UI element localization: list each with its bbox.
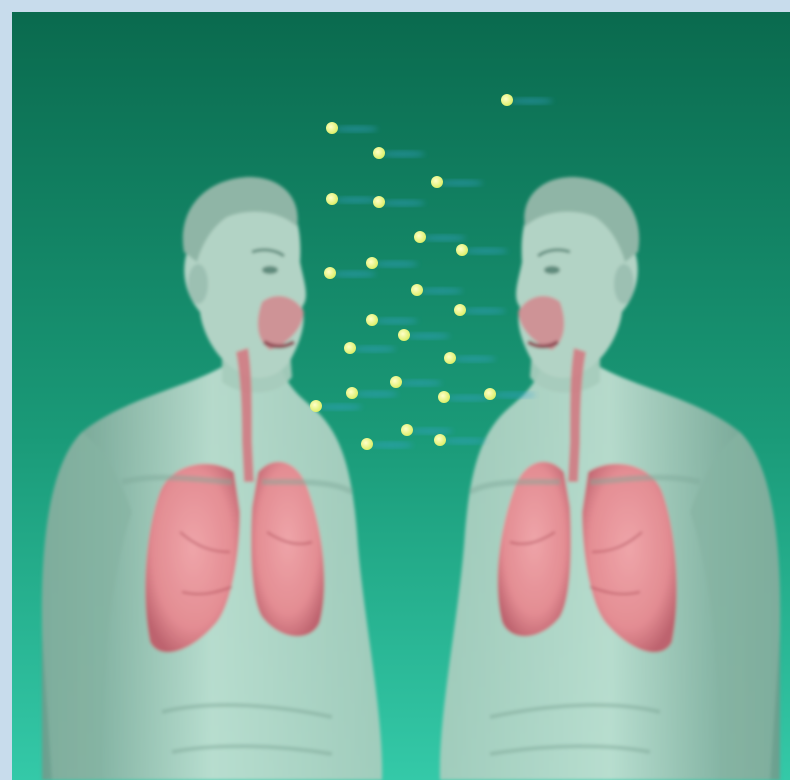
droplet-trail [406, 333, 450, 339]
droplet [366, 257, 378, 269]
droplet-trail [462, 308, 506, 314]
droplet [373, 196, 385, 208]
droplet [414, 231, 426, 243]
droplet-trail [381, 200, 425, 206]
droplet-trail [334, 197, 378, 203]
droplet-trail [374, 318, 418, 324]
droplet-trail [446, 395, 490, 401]
droplet [398, 329, 410, 341]
droplet-trail [492, 392, 536, 398]
illustration-scene [12, 12, 790, 780]
droplet [326, 122, 338, 134]
droplet [434, 434, 446, 446]
droplet-trail [464, 248, 508, 254]
droplet-trail [318, 404, 362, 410]
droplet [444, 352, 456, 364]
droplet [438, 391, 450, 403]
droplet [390, 376, 402, 388]
droplet-trail [332, 271, 376, 277]
droplet [344, 342, 356, 354]
respiratory-transmission-illustration [12, 12, 790, 780]
droplet-trail [352, 346, 396, 352]
left-figure-eye [262, 266, 278, 274]
droplet [501, 94, 513, 106]
droplet-trail [452, 356, 496, 362]
droplet-trail [422, 235, 466, 241]
droplet [431, 176, 443, 188]
droplet-trail [442, 438, 486, 444]
droplet-trail [398, 380, 442, 386]
droplet [373, 147, 385, 159]
right-figure-ear [614, 264, 634, 304]
left-figure-ear [188, 264, 208, 304]
droplet [346, 387, 358, 399]
droplet-trail [381, 151, 425, 157]
droplet-trail [509, 98, 553, 104]
droplet [310, 400, 322, 412]
droplet [401, 424, 413, 436]
droplet [484, 388, 496, 400]
droplet [456, 244, 468, 256]
droplet [324, 267, 336, 279]
droplet [454, 304, 466, 316]
right-figure-eye [544, 266, 560, 274]
droplet-trail [409, 428, 453, 434]
droplet-trail [374, 261, 418, 267]
droplet [411, 284, 423, 296]
droplet-trail [334, 126, 378, 132]
droplet-trail [369, 442, 413, 448]
droplet [326, 193, 338, 205]
droplet [361, 438, 373, 450]
droplet-trail [354, 391, 398, 397]
droplet-trail [439, 180, 483, 186]
droplet-trail [419, 288, 463, 294]
droplet [366, 314, 378, 326]
